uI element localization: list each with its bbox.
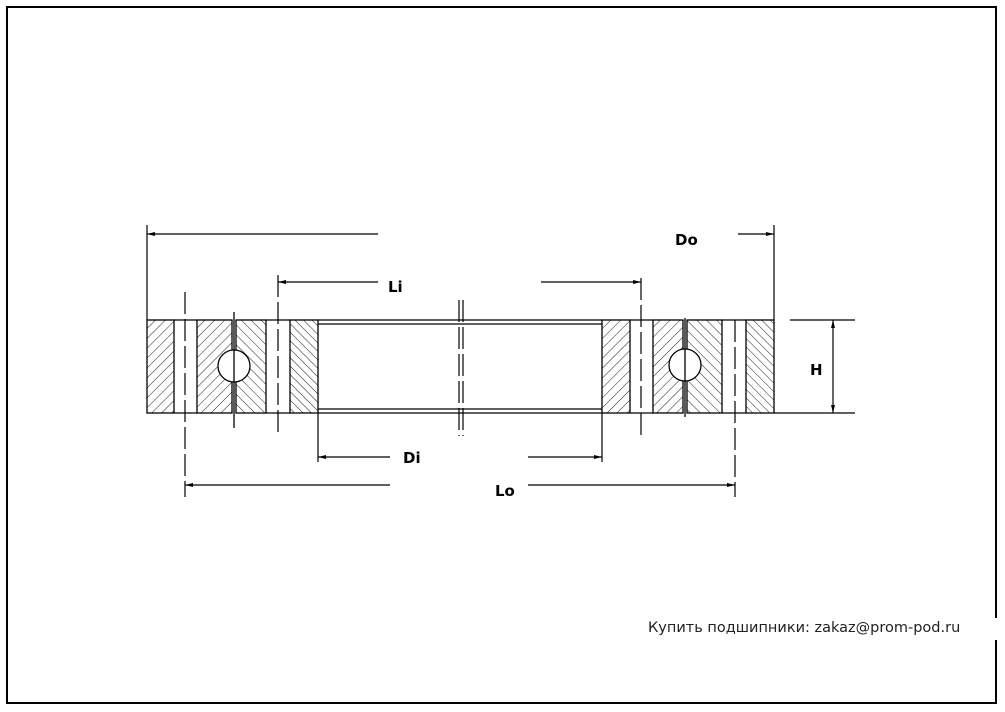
label-do: Do [675,231,698,249]
label-lo: Lo [495,482,515,500]
bearing-section [146,312,775,428]
inner-ring-right-a [601,319,631,414]
center-lines [184,275,736,497]
label-li: Li [388,278,403,296]
outer-ring-left-a [146,319,175,414]
label-di: Di [403,449,421,467]
inner-ring-left-b [289,319,319,414]
label-h: H [810,361,823,379]
arrowheads [147,232,835,487]
drawing-frame [6,6,997,704]
outer-ring-right-b [745,319,775,414]
dimension-lines [146,225,855,486]
watermark-contact: Купить подшипники: zakaz@prom-pod.ru [640,618,1005,640]
